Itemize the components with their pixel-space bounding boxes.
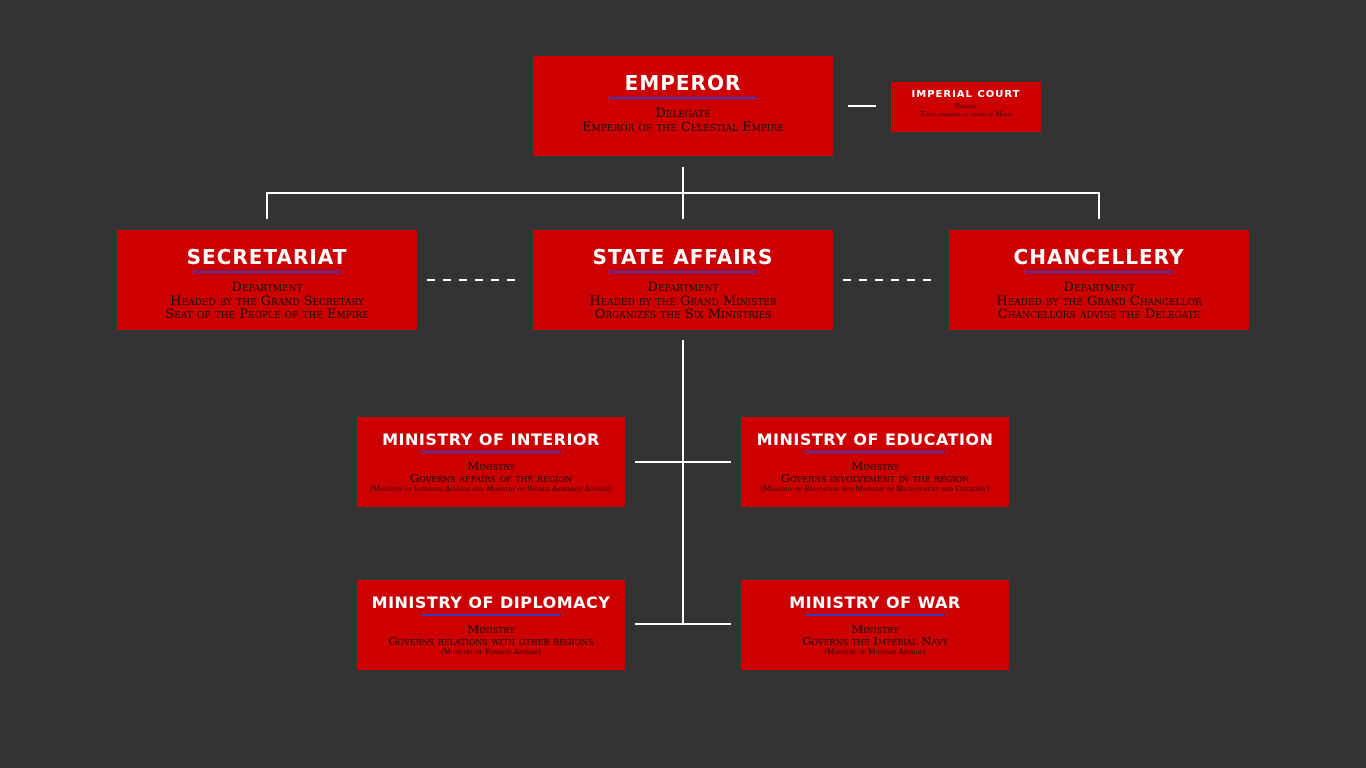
- chancellery-description: Chancellors advise the Delegate: [997, 307, 1201, 323]
- ministry-interior-type: Ministry: [467, 459, 515, 473]
- state-affairs-box: State Affairs Department Headed by the G…: [533, 230, 833, 330]
- ministry-diplomacy-box: Ministry of Diplomacy Ministry Governs r…: [357, 580, 625, 670]
- imperial-court-box: Imperial Court Peerage Titles awarded to…: [891, 82, 1041, 132]
- ministry-interior-description: Governs affairs of the region: [409, 471, 573, 486]
- state-affairs-description: Organizes the Six Ministries: [594, 307, 772, 323]
- chancellery-type: Department: [1063, 280, 1135, 295]
- secretariat-description: Seat of the People of the Empire: [165, 307, 369, 323]
- ministry-diplomacy-type: Ministry: [467, 622, 515, 636]
- secretariat-title: Secretariat: [186, 245, 348, 269]
- ministry-interior-note: (Ministry of Internal Affairs and Minist…: [370, 485, 612, 494]
- imperial-court-description: Titles awarded to those of Merit: [920, 110, 1012, 118]
- ministry-interior-box: Ministry of Interior Ministry Governs af…: [357, 417, 625, 507]
- emperor-title: Emperor: [624, 71, 742, 95]
- ministry-war-type: Ministry: [851, 622, 899, 636]
- title-underline: [1025, 271, 1173, 273]
- ministry-war-note: (Ministry of Military Affairs): [824, 648, 926, 657]
- ministry-war-description: Governs the Imperial Navy: [802, 634, 948, 649]
- ministry-interior-title: Ministry of Interior: [382, 430, 600, 449]
- ministry-war-box: Ministry of War Ministry Governs the Imp…: [741, 580, 1009, 670]
- state-affairs-type: Department: [647, 280, 719, 295]
- chancellery-box: Chancellery Department Headed by the Gra…: [949, 230, 1249, 330]
- secretariat-type: Department: [231, 280, 303, 295]
- title-underline: [421, 614, 561, 616]
- chancellery-head: Headed by the Grand Chancellor: [996, 293, 1202, 309]
- title-underline: [609, 97, 757, 99]
- emperor-description: Emperor of the Celestial Empire: [582, 119, 784, 135]
- emperor-box: Emperor Delegate Emperor of the Celestia…: [533, 56, 833, 156]
- ministry-education-description: Governs involvement in the region: [780, 471, 970, 486]
- ministry-diplomacy-title: Ministry of Diplomacy: [371, 593, 611, 612]
- title-underline: [421, 451, 561, 453]
- state-affairs-head: Headed by the Grand Minister: [589, 293, 777, 309]
- title-underline: [805, 614, 945, 616]
- state-affairs-title: State Affairs: [592, 245, 774, 269]
- chancellery-title: Chancellery: [1013, 245, 1185, 269]
- imperial-court-role: Peerage: [955, 103, 977, 110]
- secretariat-head: Headed by the Grand Secretary: [170, 293, 364, 309]
- ministry-war-title: Ministry of War: [789, 593, 961, 612]
- emperor-role: Delegate: [655, 106, 711, 121]
- ministry-diplomacy-description: Governs relations with other regions: [388, 634, 594, 649]
- title-underline: [193, 271, 341, 273]
- title-underline: [609, 271, 757, 273]
- imperial-court-title: Imperial Court: [911, 89, 1021, 100]
- ministry-education-note: (Ministry of Education and Ministry of R…: [760, 485, 990, 494]
- ministry-diplomacy-note: (Ministry of Foreign Affairs): [441, 648, 541, 657]
- ministry-education-type: Ministry: [851, 459, 899, 473]
- ministry-education-title: Ministry of Education: [756, 430, 994, 449]
- secretariat-box: Secretariat Department Headed by the Gra…: [117, 230, 417, 330]
- ministry-education-box: Ministry of Education Ministry Governs i…: [741, 417, 1009, 507]
- title-underline: [805, 451, 945, 453]
